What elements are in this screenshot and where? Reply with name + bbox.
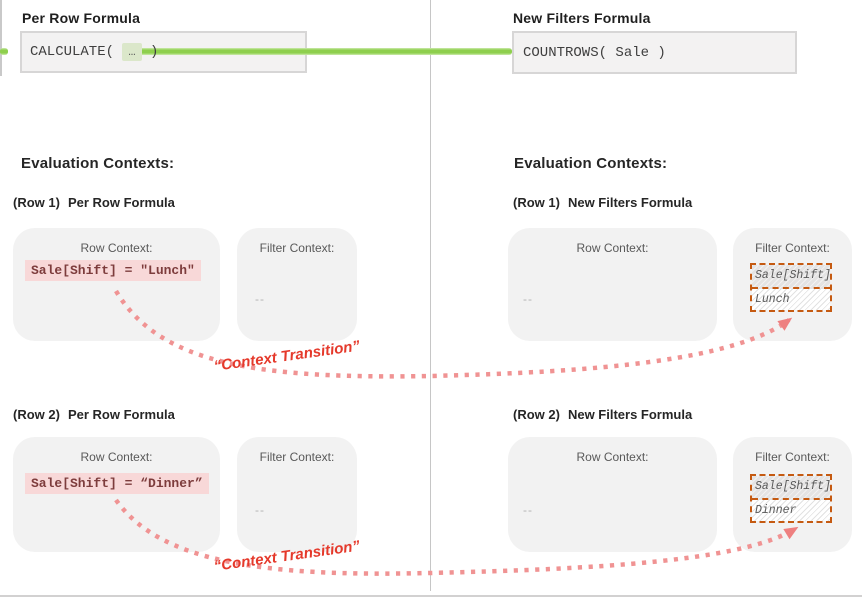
right-row1-row-context-label: Row Context: [576, 241, 649, 255]
right-row2-filter-context-label: Filter Context: [755, 450, 830, 464]
right-row2-row-context-empty: -- [523, 503, 533, 517]
right-eval-contexts-heading: Evaluation Contexts: [514, 155, 668, 172]
left-row1-title: Per Row Formula [67, 195, 175, 210]
left-edge-box-fragment [0, 0, 2, 76]
left-row1-filter-context-empty: -- [255, 292, 265, 306]
right-row1-filter-context-label: Filter Context: [755, 241, 830, 255]
left-row1-prefix: (Row 1) [13, 195, 60, 210]
left-row1-filter-context-box: Filter Context: -- [237, 228, 357, 341]
green-connector-stub [0, 48, 8, 55]
right-row2-heading: (Row 2) New Filters Formula [513, 407, 692, 422]
right-row1-filter-table: Sale[Shift] Lunch [750, 263, 832, 312]
right-row1-heading: (Row 1) New Filters Formula [513, 195, 692, 210]
left-row2-row-context-box: Row Context: Sale[Shift] = “Dinner” [13, 437, 220, 552]
left-row2-filter-context-empty: -- [255, 503, 265, 517]
right-row1-filter-context-box: Filter Context: Sale[Shift] Lunch [733, 228, 852, 341]
right-row2-filter-table: Sale[Shift] Dinner [750, 474, 832, 523]
right-row1-filter-table-header: Sale[Shift] [752, 265, 831, 289]
left-row2-row-context-code: Sale[Shift] = “Dinner” [25, 473, 209, 494]
green-connector-line [136, 48, 512, 55]
new-filters-formula-box [512, 31, 797, 74]
left-row1-filter-context-label: Filter Context: [259, 241, 335, 255]
left-row2-filter-context-box: Filter Context: -- [237, 437, 357, 552]
placeholder-chip: … [122, 43, 142, 61]
right-row1-row-context-box: Row Context: -- [508, 228, 717, 341]
right-row2-filter-table-value: Dinner [752, 500, 830, 521]
calculate-formula: CALCULATE( … ) [30, 32, 158, 72]
column-divider [430, 0, 431, 591]
left-row1-row-context-label: Row Context: [80, 241, 153, 255]
left-row2-row-context-label: Row Context: [80, 450, 153, 464]
calculate-code-after: ) [141, 44, 159, 60]
right-row2-prefix: (Row 2) [513, 407, 560, 422]
right-row1-title: New Filters Formula [567, 195, 693, 210]
countrows-formula: COUNTROWS( Sale ) [523, 45, 666, 61]
context-transition-label-1: “Context Transition” [212, 337, 361, 375]
right-row2-title: New Filters Formula [567, 407, 693, 422]
right-panel-title: New Filters Formula [513, 10, 651, 26]
left-row2-filter-context-label: Filter Context: [259, 450, 335, 464]
left-eval-contexts-heading: Evaluation Contexts: [21, 155, 175, 172]
left-row1-row-context-box: Row Context: Sale[Shift] = "Lunch" [13, 228, 220, 341]
left-row1-heading: (Row 1) Per Row Formula [13, 195, 175, 210]
bottom-divider [0, 595, 862, 597]
right-row1-prefix: (Row 1) [513, 195, 560, 210]
right-row1-filter-table-value: Lunch [752, 289, 830, 310]
right-row2-row-context-label: Row Context: [576, 450, 649, 464]
right-row2-filter-context-box: Filter Context: Sale[Shift] Dinner [733, 437, 852, 552]
right-row1-row-context-empty: -- [523, 292, 533, 306]
right-row2-row-context-box: Row Context: -- [508, 437, 717, 552]
left-panel-title: Per Row Formula [22, 10, 141, 26]
right-row2-filter-table-header: Sale[Shift] [752, 476, 831, 500]
left-row1-row-context-code: Sale[Shift] = "Lunch" [25, 260, 201, 281]
left-row2-prefix: (Row 2) [13, 407, 60, 422]
calculate-code-before: CALCULATE( [30, 44, 123, 60]
left-row2-heading: (Row 2) Per Row Formula [13, 407, 175, 422]
left-row2-title: Per Row Formula [67, 407, 175, 422]
